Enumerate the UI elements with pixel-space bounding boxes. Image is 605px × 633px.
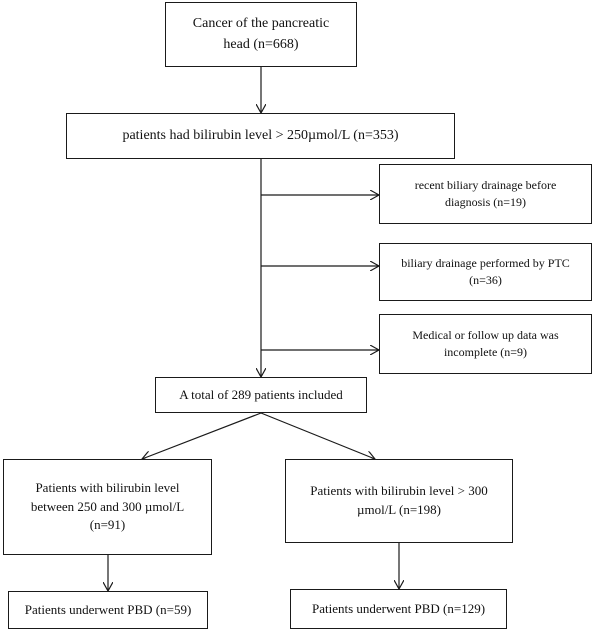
outcome-2-text: Patients underwent PBD (n=129)	[311, 600, 486, 616]
start-node-line2: head (n=668)	[223, 36, 299, 52]
exclusion-1-line1: recent biliary drainage before	[414, 177, 557, 192]
exclusion-2-line2: (n=36)	[469, 273, 502, 287]
bilirubin-node-text: patients had bilirubin level > 250µmol/L…	[122, 127, 399, 143]
exclusion-3-line2: incomplete (n=9)	[443, 345, 528, 359]
exclusion-node-1: recent biliary drainage before diagnosis…	[379, 164, 592, 224]
exclusion-node-3: Medical or follow up data was incomplete…	[379, 314, 592, 374]
start-node-line1: Cancer of the pancreatic	[192, 16, 330, 32]
included-node: A total of 289 patients included	[155, 377, 367, 413]
group-node-2: Patients with bilirubin level > 300 µmol…	[285, 459, 513, 543]
included-node-text: A total of 289 patients included	[179, 386, 343, 402]
exclusion-node-2: biliary drainage performed by PTC (n=36)	[379, 243, 592, 301]
bilirubin-node: patients had bilirubin level > 250µmol/L…	[66, 113, 455, 159]
group-1-line2: between 250 and 300 µmol/L	[30, 498, 185, 514]
arrow-included-to-group-1	[142, 412, 262, 459]
group-node-1: Patients with bilirubin level between 25…	[3, 459, 212, 555]
exclusion-1-line2: diagnosis (n=19)	[444, 195, 527, 209]
group-1-line1: Patients with bilirubin level	[35, 479, 180, 495]
start-node: Cancer of the pancreatic head (n=668)	[165, 2, 357, 67]
outcome-node-2: Patients underwent PBD (n=129)	[290, 589, 507, 629]
arrow-included-to-group-2	[260, 412, 375, 459]
exclusion-3-line1: Medical or follow up data was	[412, 327, 559, 342]
group-2-line1: Patients with bilirubin level > 300	[310, 483, 488, 499]
outcome-node-1: Patients underwent PBD (n=59)	[8, 591, 208, 629]
group-2-line2: µmol/L (n=198)	[356, 502, 442, 517]
group-1-line3: (n=91)	[89, 517, 126, 533]
exclusion-2-line1: biliary drainage performed by PTC	[401, 255, 570, 270]
outcome-1-text: Patients underwent PBD (n=59)	[24, 601, 192, 617]
